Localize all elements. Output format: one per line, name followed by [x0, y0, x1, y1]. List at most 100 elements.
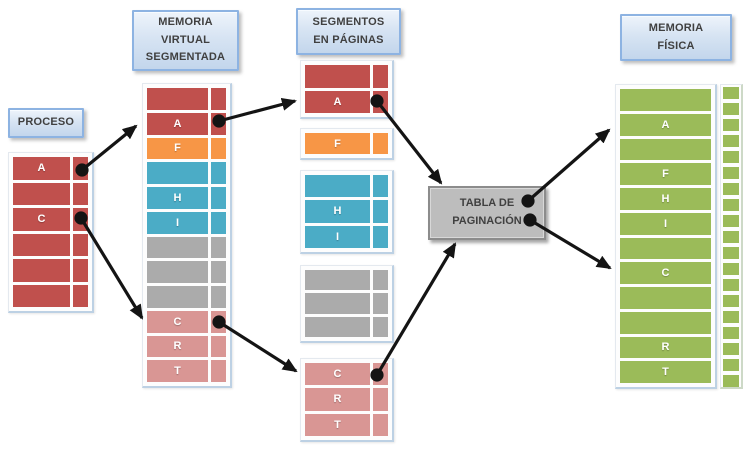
segment-cell — [147, 261, 208, 283]
page-cell: I — [305, 225, 370, 248]
proceso-table: A C — [8, 152, 94, 313]
page-cell: C — [305, 363, 370, 386]
pointer-cell — [373, 65, 388, 88]
pointer-cell — [211, 211, 226, 234]
table-row — [13, 182, 88, 205]
table-row — [305, 316, 388, 337]
frame-slot — [723, 167, 739, 179]
table-row: F — [620, 163, 711, 185]
page-cell: R — [305, 388, 370, 411]
frame-slot — [723, 199, 739, 211]
segmentos-table-red: A — [300, 60, 394, 119]
pointer-cell — [73, 284, 88, 307]
segment-cell: T — [147, 360, 208, 382]
segment-cell: C — [147, 310, 208, 333]
segmentos-table-pink: C R T — [300, 358, 394, 442]
table-row — [620, 138, 711, 161]
table-row — [620, 89, 711, 111]
table-row: C — [13, 208, 88, 231]
table-row: I — [147, 211, 226, 234]
table-row: F — [147, 137, 226, 160]
frame-cell: C — [620, 262, 711, 284]
frame-slot — [723, 247, 739, 259]
pointer-cell — [373, 133, 388, 154]
frame-slot — [723, 215, 739, 227]
frame-cell: I — [620, 212, 711, 235]
pointer-cell — [373, 270, 388, 291]
pointer-cell — [211, 162, 226, 184]
table-row: H — [147, 187, 226, 209]
pointer-cell — [73, 259, 88, 282]
pointer-cell — [73, 182, 88, 205]
frame-slot — [723, 359, 739, 371]
frame-slot — [723, 327, 739, 339]
pointer-cell — [373, 175, 388, 198]
segmentos-header: SEGMENTOS EN PÁGINAS — [296, 8, 401, 55]
page-table-line: TABLA DE — [459, 197, 515, 210]
segmentos-table-orange: F — [300, 128, 394, 160]
pointer-cell — [211, 112, 226, 135]
proceso-header-label: PROCESO — [17, 116, 75, 129]
table-row: H — [305, 200, 388, 223]
memoria-virtual-table: A F H I C R T — [142, 83, 232, 388]
frame-cell: F — [620, 163, 711, 185]
table-row: R — [147, 335, 226, 358]
pointer-cell — [373, 200, 388, 223]
table-row — [147, 162, 226, 184]
table-row: C — [147, 310, 226, 333]
segment-cell — [147, 88, 208, 110]
memoria-fisica-frame-strip — [720, 84, 743, 389]
page-cell: A — [305, 90, 370, 113]
segment-cell — [147, 286, 208, 308]
pointer-cell — [73, 233, 88, 256]
segment-cell: R — [147, 335, 208, 358]
segmentos-table-gray — [300, 265, 394, 343]
segment-cell: A — [13, 157, 70, 180]
segment-cell — [13, 182, 70, 205]
page-cell — [305, 316, 370, 337]
header-line: FÍSICA — [657, 39, 695, 52]
table-row — [147, 286, 226, 308]
header-line: MEMORIA — [158, 16, 213, 29]
frame-cell — [620, 89, 711, 111]
tabla-paginacion-box: TABLA DE PAGINACIÓN — [428, 186, 546, 240]
frame-cell — [620, 311, 711, 334]
proceso-header: PROCESO — [8, 108, 84, 138]
table-row — [147, 236, 226, 259]
table-row — [13, 233, 88, 256]
segment-cell — [147, 162, 208, 184]
header-line: SEGMENTADA — [145, 51, 226, 64]
header-line: MEMORIA — [648, 21, 704, 34]
frame-slot — [723, 343, 739, 355]
table-row: C — [620, 262, 711, 284]
frame-slot — [723, 103, 739, 115]
table-row — [13, 259, 88, 282]
table-row: I — [620, 212, 711, 235]
segment-cell — [13, 233, 70, 256]
page-cell: F — [305, 133, 370, 154]
pointer-cell — [373, 293, 388, 314]
page-table-line: PAGINACIÓN — [452, 215, 522, 227]
table-row: R — [620, 336, 711, 359]
table-row: I — [305, 225, 388, 248]
pointer-cell — [373, 413, 388, 436]
segment-cell — [13, 284, 70, 307]
page-cell — [305, 293, 370, 314]
pointer-cell — [211, 310, 226, 333]
memoria-fisica-table: A F H I C R T — [615, 84, 717, 389]
frame-slot — [723, 375, 739, 387]
table-row: T — [620, 361, 711, 383]
table-row — [620, 311, 711, 334]
frame-cell — [620, 138, 711, 161]
frame-slot — [723, 151, 739, 163]
segment-cell: A — [147, 112, 208, 135]
table-row — [147, 261, 226, 283]
pointer-cell — [73, 208, 88, 231]
segment-cell: I — [147, 211, 208, 234]
pointer-cell — [373, 90, 388, 113]
table-row — [147, 88, 226, 110]
pointer-cell — [73, 157, 88, 180]
frame-slot — [723, 231, 739, 243]
pointer-cell — [211, 286, 226, 308]
